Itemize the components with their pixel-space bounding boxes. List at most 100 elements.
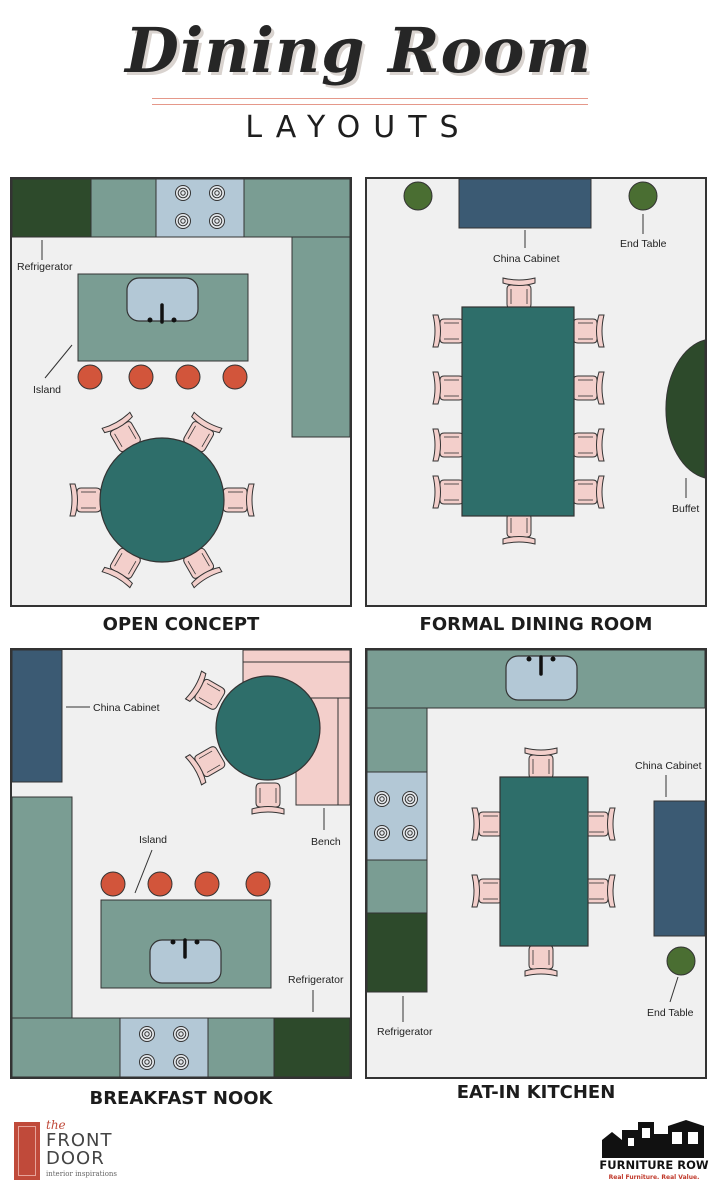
faucet-knob <box>550 656 556 662</box>
page-subtitle: LAYOUTS <box>245 110 472 145</box>
burner <box>173 1054 189 1070</box>
counter-side <box>366 859 428 914</box>
refrigerator-label: Refrigerator <box>17 261 73 273</box>
logo-the: the <box>46 1118 66 1132</box>
bench-label: Bench <box>311 836 341 848</box>
burner <box>139 1026 155 1042</box>
burner <box>173 1026 189 1042</box>
counter <box>243 178 351 238</box>
stool <box>147 871 173 897</box>
burner <box>402 791 418 807</box>
refrigerator <box>273 1017 351 1078</box>
counter <box>11 1017 121 1078</box>
chair <box>502 277 536 310</box>
stove <box>155 178 245 238</box>
refrigerator-label: Refrigerator <box>377 1026 433 1038</box>
chair <box>432 475 465 509</box>
stool <box>175 364 201 390</box>
stool <box>194 871 220 897</box>
end-table <box>628 181 658 211</box>
door-icon <box>14 1122 40 1180</box>
logo-front: FRONT <box>46 1130 113 1151</box>
end-table-label: End Table <box>647 1007 694 1019</box>
round-table <box>99 437 225 563</box>
counter-side <box>11 796 73 1019</box>
buffet-label: Buffet <box>672 503 699 515</box>
end-table <box>666 946 696 976</box>
dining-table <box>461 306 575 517</box>
faucet-knob <box>147 317 153 323</box>
chair <box>471 874 504 908</box>
plan-title-breakfast-nook: BREAKFAST NOOK <box>89 1088 273 1109</box>
china-cabinet-label: China Cabinet <box>93 702 160 714</box>
dining-table <box>499 776 589 947</box>
counter <box>207 1017 275 1078</box>
chair <box>69 483 102 517</box>
burner <box>402 825 418 841</box>
stool <box>77 364 103 390</box>
chair <box>502 512 536 545</box>
end-table-label: End Table <box>620 238 667 250</box>
bench-back <box>337 697 351 806</box>
plan-title-open-concept: OPEN CONCEPT <box>102 614 260 635</box>
front-door-logo: the FRONT DOOR interior inspirations <box>14 1118 144 1184</box>
burner <box>374 791 390 807</box>
logo-tagline: Real Furniture. Real Value. <box>608 1174 700 1181</box>
chair <box>583 874 616 908</box>
faucet-knob <box>194 939 200 945</box>
title-rule-top <box>152 98 588 99</box>
plan-eat-in-kitchen: China Cabinet Refrigerator End Table <box>365 648 707 1079</box>
title-rule-bottom <box>152 104 588 105</box>
chair <box>251 782 285 815</box>
refrigerator <box>366 912 428 993</box>
counter-side <box>366 707 428 773</box>
burner <box>209 185 225 201</box>
stool <box>100 871 126 897</box>
bench-back <box>242 649 351 663</box>
chair <box>583 807 616 841</box>
stool <box>222 364 248 390</box>
burner <box>175 185 191 201</box>
chair <box>471 807 504 841</box>
chair <box>524 944 558 977</box>
faucet-knob <box>171 317 177 323</box>
chair <box>572 475 605 509</box>
counter-side <box>291 236 351 438</box>
china-cabinet-label: China Cabinet <box>493 253 560 265</box>
chair <box>432 428 465 462</box>
faucet-knob <box>170 939 176 945</box>
stove <box>119 1017 209 1078</box>
chair <box>572 428 605 462</box>
chair <box>572 314 605 348</box>
china-cabinet <box>653 800 706 937</box>
burner <box>139 1054 155 1070</box>
refrigerator-label: Refrigerator <box>288 974 344 986</box>
island-label: Island <box>139 834 167 846</box>
chair <box>572 371 605 405</box>
faucet-knob <box>526 656 532 662</box>
chair <box>524 747 558 780</box>
storefront-icon <box>602 1120 704 1158</box>
stove <box>366 771 428 861</box>
china-cabinet <box>458 178 592 229</box>
china-cabinet-label: China Cabinet <box>635 760 702 772</box>
burner <box>374 825 390 841</box>
china-cabinet <box>11 649 63 783</box>
chair <box>222 483 255 517</box>
stool <box>245 871 271 897</box>
furniture-row-logo: FURNITURE ROW Real Furniture. Real Value… <box>598 1118 710 1190</box>
plan-title-eat-in-kitchen: EAT-IN KITCHEN <box>456 1082 616 1103</box>
plan-open-concept: Refrigerator Island <box>10 177 352 607</box>
plan-breakfast-nook: China Cabinet Island Bench Refrigerator <box>10 648 352 1079</box>
logo-name: FURNITURE ROW <box>599 1158 709 1172</box>
logo-door: DOOR <box>46 1148 105 1169</box>
plan-title-formal-dining: FORMAL DINING ROOM <box>419 614 653 635</box>
buffet <box>665 339 706 479</box>
stool <box>128 364 154 390</box>
logo-tagline: interior inspirations <box>46 1170 118 1178</box>
chair <box>432 314 465 348</box>
refrigerator <box>11 178 92 238</box>
plan-formal-dining: China Cabinet End Table Buffet <box>365 177 707 607</box>
end-table <box>403 181 433 211</box>
